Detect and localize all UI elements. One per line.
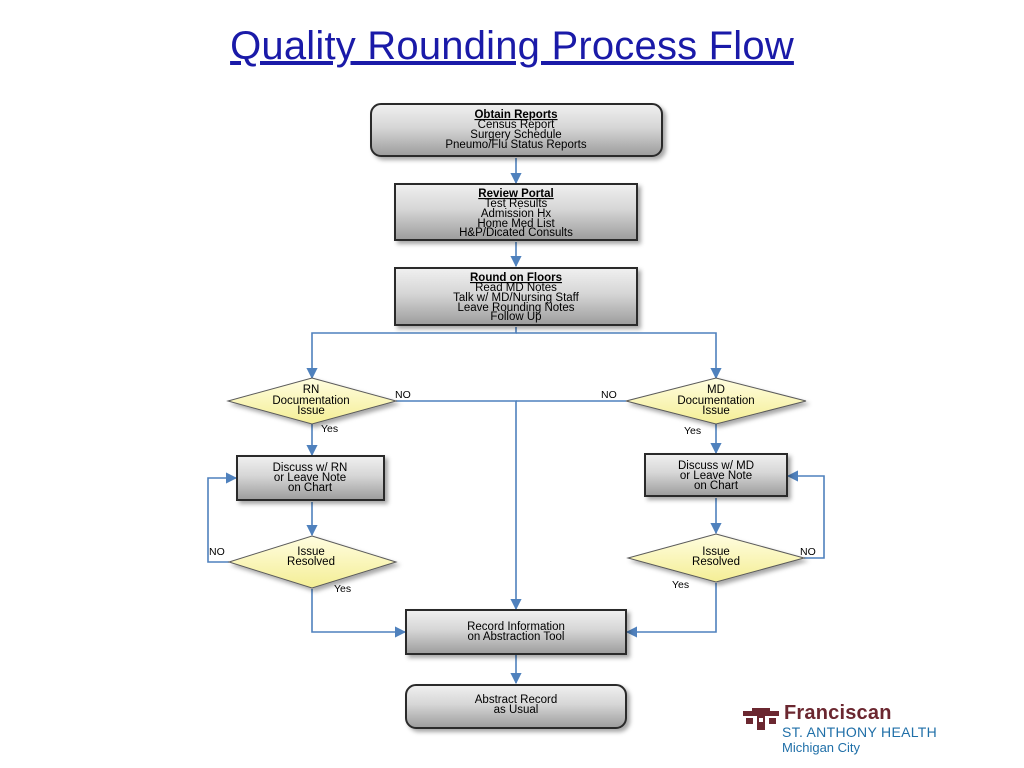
discuss-md-line: on Chart: [694, 480, 739, 492]
review-portal-line: Admission Hx: [481, 208, 552, 220]
cross-emblem-icon: [743, 708, 779, 730]
node-abstract-record: Abstract Record as Usual: [405, 684, 627, 729]
md-no-label: NO: [601, 389, 617, 401]
abstract-record-line: as Usual: [494, 704, 539, 716]
review-portal-heading: Review Portal: [478, 188, 553, 200]
edge-rn-no: [396, 400, 522, 611]
md-decision-line: Documentation: [677, 395, 754, 407]
rn-resolved-yes-label: Yes: [334, 583, 351, 595]
node-review-portal: Review Portal Test Results Admission Hx …: [394, 183, 638, 241]
rn-resolved-line: Resolved: [287, 556, 335, 568]
connectors: [207, 158, 825, 685]
edge-md-resolved-no: [786, 470, 825, 559]
round-on-floors-line: Read MD Notes: [475, 282, 557, 294]
obtain-reports-line: Census Report: [478, 119, 556, 131]
edge-rn-resolved-yes: [311, 589, 407, 638]
md-yes-label: Yes: [684, 425, 701, 437]
node-round-on-floors: Round on Floors Read MD Notes Talk w/ MD…: [394, 267, 638, 326]
node-discuss-md: Discuss w/ MD or Leave Note on Chart: [644, 453, 788, 497]
round-on-floors-line: Follow Up: [490, 311, 541, 323]
record-info-line: Record Information: [467, 621, 565, 633]
node-record-information: Record Information on Abstraction Tool: [405, 609, 627, 655]
md-decision-line: Issue: [702, 405, 730, 417]
md-decision-line: MD: [707, 384, 725, 396]
discuss-md-line: Discuss w/ MD: [678, 460, 754, 472]
review-portal-line: Test Results: [485, 198, 548, 210]
node-obtain-reports: Obtain Reports Census Report Surgery Sch…: [370, 103, 663, 157]
record-info-line: on Abstraction Tool: [468, 631, 565, 643]
rn-decision-line: Issue: [297, 405, 325, 417]
rn-no-label: NO: [395, 389, 411, 401]
discuss-rn-line: or Leave Note: [274, 472, 346, 484]
page-title: Quality Rounding Process Flow: [230, 24, 794, 68]
discuss-md-line: or Leave Note: [680, 470, 752, 482]
obtain-reports-heading: Obtain Reports: [474, 109, 557, 121]
edge-round-split: [306, 327, 517, 380]
logo-brand: Franciscan: [784, 702, 892, 724]
md-resolved-line: Resolved: [692, 556, 740, 568]
rn-yes-label: Yes: [321, 423, 338, 435]
rn-decision-line: Documentation: [272, 395, 349, 407]
obtain-reports-line: Pneumo/Flu Status Reports: [445, 139, 587, 151]
edge-round-split-right: [516, 332, 722, 380]
rn-resolved-line: Issue: [297, 546, 325, 558]
rn-resolved-no-label: NO: [209, 546, 225, 558]
logo-location: Michigan City: [782, 740, 861, 755]
md-resolved-yes-label: Yes: [672, 579, 689, 591]
node-rn-issue-resolved: Issue Resolved: [227, 535, 398, 589]
md-resolved-line: Issue: [702, 546, 730, 558]
discuss-rn-line: Discuss w/ RN: [273, 462, 348, 474]
md-resolved-no-label: NO: [800, 546, 816, 558]
logo-subtitle: ST. ANTHONY HEALTH: [782, 724, 938, 740]
round-on-floors-line: Leave Rounding Notes: [458, 302, 575, 314]
node-md-documentation-issue: MD Documentation Issue: [625, 377, 807, 425]
node-md-issue-resolved: Issue Resolved: [626, 533, 806, 583]
round-on-floors-line: Talk w/ MD/Nursing Staff: [453, 292, 579, 304]
franciscan-logo: Franciscan ST. ANTHONY HEALTH Michigan C…: [741, 702, 1011, 760]
abstract-record-line: Abstract Record: [475, 694, 557, 706]
edge-rn-resolved-no: [207, 472, 238, 563]
rn-decision-line: RN: [303, 384, 320, 396]
review-portal-line: H&P/Dicated Consults: [459, 227, 573, 239]
discuss-rn-line: on Chart: [288, 482, 333, 494]
node-discuss-rn: Discuss w/ RN or Leave Note on Chart: [236, 455, 385, 501]
node-rn-documentation-issue: RN Documentation Issue: [226, 377, 398, 425]
edge-md-resolved-yes: [625, 583, 717, 638]
obtain-reports-line: Surgery Schedule: [470, 129, 561, 141]
review-portal-line: Home Med List: [477, 218, 555, 230]
round-on-floors-heading: Round on Floors: [470, 272, 562, 284]
